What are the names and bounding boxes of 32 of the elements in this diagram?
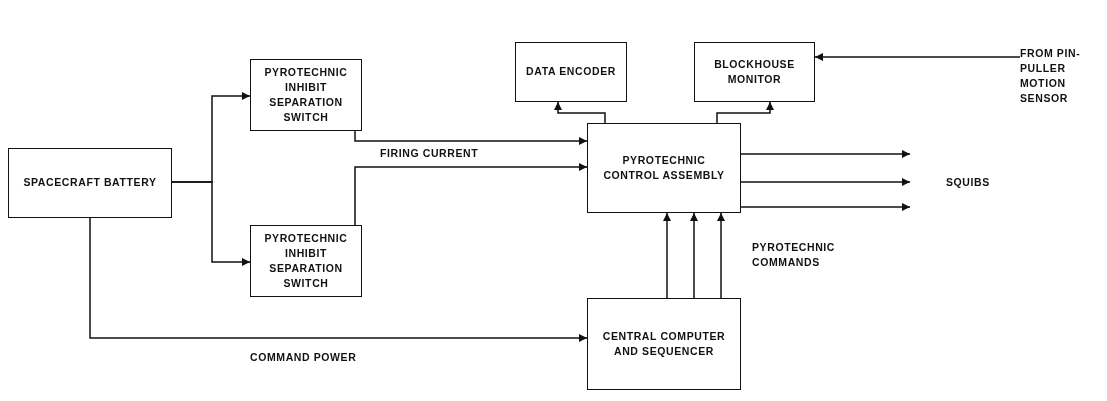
process-box	[250, 59, 362, 131]
process-box	[587, 123, 741, 213]
box-label: BLOCKHOUSE MONITOR	[713, 56, 796, 87]
arrow	[554, 101, 606, 124]
arrow	[740, 178, 911, 186]
box-label: PYROTECHNIC INHIBIT SEPARATION SWITCH	[263, 230, 349, 292]
arrow	[354, 130, 588, 145]
edge-label: COMMAND POWER	[250, 350, 357, 365]
box-label: DATA ENCODER	[526, 64, 616, 80]
output-label: SQUIBS	[946, 175, 990, 190]
box-label: PYROTECHNIC CONTROL ASSEMBLY	[602, 152, 726, 183]
arrow	[171, 181, 251, 266]
arrow	[663, 212, 671, 299]
process-box	[250, 225, 362, 297]
process-box	[587, 298, 741, 390]
arrow	[814, 53, 1021, 61]
signal-label: PYROTECHNIC COMMANDS	[752, 240, 837, 271]
source-text: FROM PIN-PULLER MOTION SENSOR	[1020, 45, 1082, 107]
process-box	[694, 42, 815, 102]
arrow	[717, 212, 725, 299]
arrow	[690, 212, 698, 299]
arrow	[716, 101, 774, 124]
arrow	[740, 150, 911, 158]
arrow	[89, 217, 588, 342]
arrow	[740, 203, 911, 211]
arrow	[354, 163, 588, 226]
box-label: PYROTECHNIC INHIBIT SEPARATION SWITCH	[263, 64, 349, 126]
process-box	[515, 42, 627, 102]
box-label: SPACECRAFT BATTERY	[23, 175, 157, 191]
box-label: CENTRAL COMPUTER AND SEQUENCER	[601, 328, 727, 359]
process-box	[8, 148, 172, 218]
signal-label: FIRING CURRENT	[380, 146, 479, 161]
